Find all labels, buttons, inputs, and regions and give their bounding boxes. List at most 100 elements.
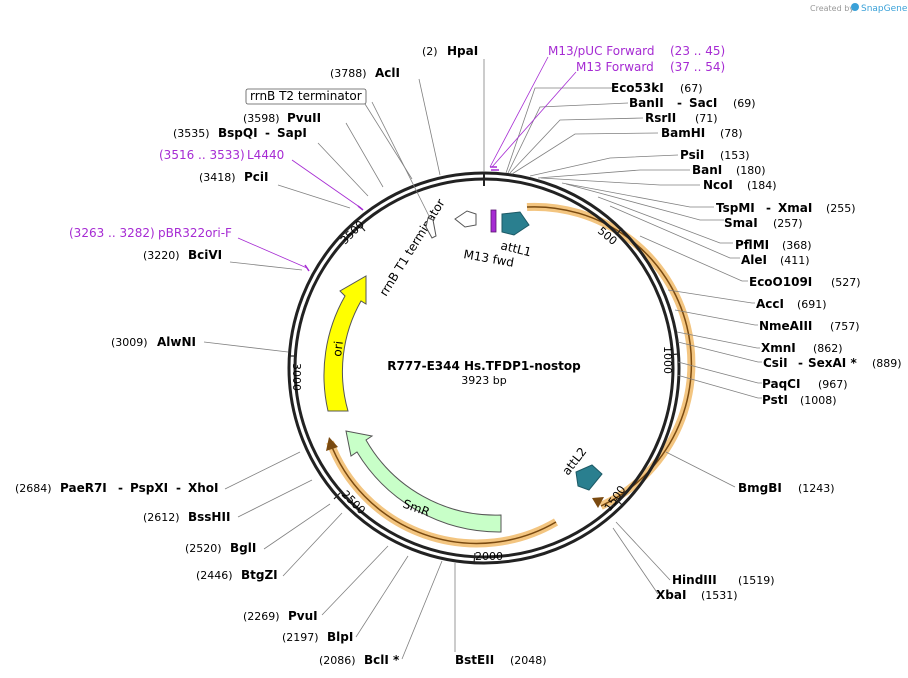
enzyme-btgzi[interactable]: BtgZI — [241, 568, 278, 582]
enzyme-hpai-pos: (2) — [422, 45, 438, 58]
enzyme-bmgbi[interactable]: BmgBI — [738, 481, 782, 495]
enzyme-bani[interactable]: BanI — [692, 163, 722, 177]
enzyme-bamhi-pos: (78) — [720, 127, 743, 140]
smr-orf-arrow-icon — [326, 437, 338, 451]
enzyme-xbai[interactable]: XbaI — [656, 588, 686, 602]
enzyme-bsteii-pos: (2048) — [510, 654, 547, 667]
enzyme-xmai-sep: - — [766, 201, 771, 215]
plasmid-length: 3923 bp — [461, 374, 506, 387]
enzyme-banii-pos: (69) — [733, 97, 756, 110]
enzyme-nmeaiii[interactable]: NmeAIII — [759, 319, 812, 333]
enzyme-bsshii[interactable]: BssHII — [188, 510, 230, 524]
enzyme-eco53ki-pos: (67) — [680, 82, 703, 95]
enzyme-sapi[interactable]: SapI — [277, 126, 307, 140]
enzyme-xmni[interactable]: XmnI — [761, 341, 796, 355]
attl2-feature-icon — [575, 464, 603, 491]
rrnb-t2-label: rrnB T2 terminator — [250, 89, 362, 103]
credit-text: Created by — [810, 4, 854, 13]
enzyme-acli-pos: (3788) — [330, 67, 367, 80]
enzyme-bamhi[interactable]: BamHI — [661, 126, 705, 140]
enzyme-ncoi[interactable]: NcoI — [703, 178, 733, 192]
enzyme-pspxi[interactable]: PspXI — [130, 481, 168, 495]
enzyme-pspxi-sep: - — [118, 481, 123, 495]
tick-label-2000: 2000 — [475, 550, 503, 563]
enzyme-paer7i-pos: (2684) — [15, 482, 52, 495]
enzyme-hindiii-pos: (1519) — [738, 574, 775, 587]
enzyme-sapi-sep: - — [265, 126, 270, 140]
enzyme-xmai[interactable]: XmaI — [778, 201, 812, 215]
primer-m13f-pos: (37 .. 54) — [670, 60, 725, 74]
enzyme-bmgbi-pos: (1243) — [798, 482, 835, 495]
leader-lines — [203, 56, 762, 660]
enzyme-rsrii-pos: (71) — [695, 112, 718, 125]
enzyme-eco0109i-pos: (527) — [831, 276, 861, 289]
primer-m13puc[interactable]: M13/pUC Forward — [548, 44, 655, 58]
enzyme-pvuii-pos: (3598) — [243, 112, 280, 125]
enzyme-alei[interactable]: AleI — [741, 253, 767, 267]
enzyme-bgli-pos: (2520) — [185, 542, 222, 555]
snapgene-logo-icon — [851, 3, 859, 11]
enzyme-banii[interactable]: BanII — [629, 96, 664, 110]
enzyme-eco53ki[interactable]: Eco53kI — [611, 81, 664, 95]
primer-pbr322[interactable]: pBR322ori-F — [158, 226, 232, 240]
rrnb-t2-feature-icon — [425, 217, 437, 239]
enzyme-xmni-pos: (862) — [813, 342, 843, 355]
enzyme-hindiii[interactable]: HindIII — [672, 573, 717, 587]
enzyme-saci[interactable]: SacI — [689, 96, 717, 110]
enzyme-alwni-pos: (3009) — [111, 336, 148, 349]
enzyme-tspmi[interactable]: TspMI — [716, 201, 755, 215]
enzyme-tspmi-pos: (255) — [826, 202, 856, 215]
enzyme-bcli[interactable]: BclI * — [364, 653, 400, 667]
enzyme-bspqi-pos: (3535) — [173, 127, 210, 140]
enzyme-blpi-pos: (2197) — [282, 631, 319, 644]
enzyme-sexai[interactable]: SexAI * — [808, 356, 857, 370]
enzyme-paer7i[interactable]: PaeR7I — [60, 481, 107, 495]
enzyme-pvui-pos: (2269) — [243, 610, 280, 623]
enzyme-paqci-pos: (967) — [818, 378, 848, 391]
enzyme-paqci[interactable]: PaqCI — [762, 377, 800, 391]
ori-label: ori — [330, 340, 346, 357]
enzyme-psti[interactable]: PstI — [762, 393, 788, 407]
enzyme-bspqi[interactable]: BspQI — [218, 126, 258, 140]
tick-label-3000: 3000 — [290, 363, 303, 391]
primer-l4440[interactable]: L4440 — [247, 148, 284, 162]
smr-feature-arrow — [345, 430, 502, 533]
enzyme-pvuii[interactable]: PvuII — [287, 111, 321, 125]
enzyme-rsrii[interactable]: RsrII — [645, 111, 676, 125]
enzyme-pcii[interactable]: PciI — [244, 170, 269, 184]
enzyme-psii-pos: (153) — [720, 149, 750, 162]
enzyme-acli[interactable]: AclI — [375, 66, 400, 80]
rrnb-t1-label: rrnB T1 terminator — [377, 196, 448, 298]
enzyme-pcii-pos: (3418) — [199, 171, 236, 184]
enzyme-bgli[interactable]: BglI — [230, 541, 256, 555]
enzyme-alei-pos: (411) — [780, 254, 810, 267]
enzyme-nmeaiii-pos: (757) — [830, 320, 860, 333]
orf-arc-arrow-icon — [592, 497, 604, 508]
enzyme-alwni[interactable]: AlwNI — [157, 335, 196, 349]
primer-l4440-pos: (3516 .. 3533) — [159, 148, 245, 162]
enzyme-bani-pos: (180) — [736, 164, 766, 177]
primer-m13f[interactable]: M13 Forward — [576, 60, 654, 74]
enzyme-saci-sep: - — [677, 96, 682, 110]
enzyme-bcivi[interactable]: BciVI — [188, 248, 222, 262]
enzyme-xbai-pos: (1531) — [701, 589, 738, 602]
credit-brand: SnapGene — [861, 4, 908, 14]
enzyme-acci[interactable]: AccI — [756, 297, 784, 311]
enzyme-csii[interactable]: CsiI — [763, 356, 788, 370]
enzyme-pflmi[interactable]: PflMI — [735, 238, 769, 252]
enzyme-xhoi[interactable]: XhoI — [188, 481, 219, 495]
tick-label-1000: 1000 — [661, 346, 674, 374]
primer-m13puc-pos: (23 .. 45) — [670, 44, 725, 58]
enzyme-blpi[interactable]: BlpI — [327, 630, 353, 644]
enzyme-sexai-sep: - — [798, 356, 803, 370]
attl1-feature-icon — [501, 211, 530, 236]
plasmid-name: R777-E344 Hs.TFDP1-nostop — [387, 359, 581, 373]
enzyme-pvui[interactable]: PvuI — [288, 609, 318, 623]
enzyme-psii[interactable]: PsiI — [680, 148, 704, 162]
enzyme-smai[interactable]: SmaI — [724, 216, 758, 230]
enzyme-bsteii[interactable]: BstEII — [455, 653, 494, 667]
enzyme-psti-pos: (1008) — [800, 394, 837, 407]
enzyme-hpai[interactable]: HpaI — [447, 44, 478, 58]
enzyme-eco0109i[interactable]: EcoO109I — [749, 275, 812, 289]
